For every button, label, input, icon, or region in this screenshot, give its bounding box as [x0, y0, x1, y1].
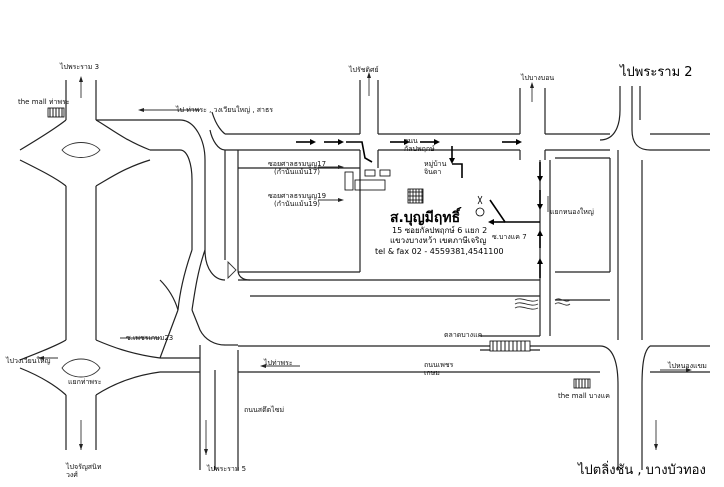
direction-arrows	[38, 72, 692, 455]
road-rama2	[599, 86, 710, 470]
label-to-nongkhaem: ไปหนองแขม	[668, 362, 707, 370]
label-rama3: ไปพระราม 3	[60, 63, 100, 71]
label-to-taling: ไปตลิ่งชัน , บางบัวทอง	[578, 463, 706, 478]
label-bangphrom: แยกท่าพระ	[68, 378, 102, 386]
road-left-vertical	[65, 80, 97, 450]
label-road-phetkasem: ถนนเพชร เกษม	[424, 361, 454, 377]
label-mall-thapra: the mall ท่าพระ	[18, 98, 70, 106]
label-road-kanlapaphruek: ถนน กัลปพฤกษ์	[404, 137, 435, 153]
company-name: ส.บุญมีฤทธิ์	[390, 210, 461, 226]
road-ratchada	[359, 80, 379, 168]
label-to-ratchada: ไปรัชดิศย์	[349, 66, 379, 74]
building-icon	[47, 107, 65, 118]
building-icon	[489, 340, 531, 352]
target-building-icon	[407, 188, 424, 204]
label-to-bangbon: ไปบางบอน	[521, 74, 555, 82]
tree-icon	[475, 195, 485, 217]
label-soi-ekkachai17: ซอยศาลธรมนูญ17 (กำนันแม้น17)	[268, 160, 327, 176]
label-rama2: ไปพระราม 2	[620, 65, 693, 80]
company-address-2: แขวงบางหว้า เขตภาษีเจริญ	[390, 236, 487, 245]
label-yaek-nongyai: แยกหนองใหญ่	[550, 208, 594, 216]
label-soi-bangkhae7: ซ.บางแค 7	[492, 233, 527, 241]
roundabout-top-left	[19, 119, 151, 187]
road-phetkasem	[160, 345, 710, 373]
label-soi-phetkasem23: ซ.เพชรเกษม23	[126, 334, 174, 342]
label-to-thapra-mid: ไปท่าพระ	[264, 359, 293, 367]
label-to-wongwianyai: ไปวงเวียนใหญ่	[6, 357, 51, 365]
arrows-route	[296, 139, 543, 278]
road-bangbon	[519, 88, 546, 160]
canal	[514, 298, 571, 310]
label-talat-bangkhae: ตลาดบางแค	[444, 331, 483, 339]
label-soi-ekkachai19: ซอยศาลธรมนูญ19 (กำนันแม้น19)	[268, 192, 327, 208]
block-structures	[344, 169, 391, 191]
label-to-charansanitwong: ไปจรัญสนิท วงศ์	[66, 463, 102, 479]
label-to-thapra-top: ไป ท่าพระ , วงเวียนใหญ่ , สาธร	[176, 106, 274, 114]
label-village-jinda: หมู่บ้าน จินดา	[424, 160, 447, 176]
road-top-horizontal	[96, 119, 610, 151]
highway-center	[159, 111, 251, 470]
building-icon	[573, 378, 591, 389]
roundabout-bottom-left	[19, 339, 161, 396]
label-road-sasitsai: ถนนสตึตไซม่	[244, 406, 285, 414]
company-address-1: 15 ซอยกัลปพฤกษ์ 6 แยก 2	[392, 226, 488, 235]
company-tel: tel & fax 02 - 4559381,4541100	[375, 247, 504, 256]
label-mall-bangkhae: the mall บางแค	[558, 392, 610, 400]
label-to-rama5: ไปพระราม 5	[207, 465, 247, 473]
